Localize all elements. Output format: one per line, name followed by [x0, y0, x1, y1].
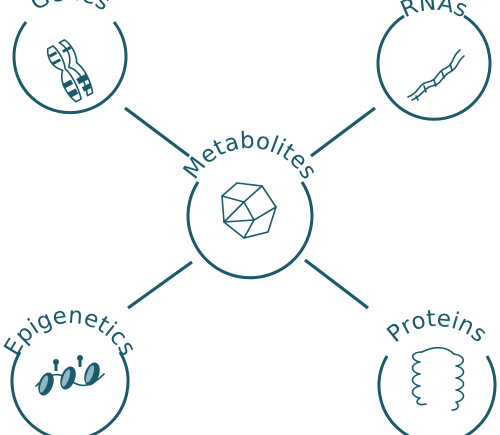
node-label-epigenetics: Epigenetics	[0, 303, 141, 361]
link-proteins-metabolites	[304, 258, 369, 310]
node-label-genes: Genes	[26, 0, 114, 16]
polyhedron-icon	[221, 182, 277, 239]
chromosome-icon	[46, 39, 94, 103]
link-genes-metabolites	[124, 106, 190, 158]
node-label-metabolites: Metabolites	[179, 128, 322, 184]
node-ring-rnas	[376, 14, 492, 121]
nucleosome-icon	[35, 355, 105, 396]
node-ring-genes	[12, 21, 128, 115]
node-label-rnas: RNAs	[397, 0, 472, 23]
node-rnas: RNAs	[376, 0, 492, 121]
node-genes: Genes	[12, 0, 128, 115]
rna-strand-icon	[407, 49, 465, 101]
node-label-proteins: Proteins	[383, 306, 492, 348]
node-proteins: Proteins	[377, 306, 497, 435]
protein-helix-icon	[411, 346, 465, 411]
link-rnas-metabolites	[310, 106, 376, 158]
node-ring-epigenetics	[10, 351, 130, 435]
node-metabolites: Metabolites	[179, 128, 322, 280]
node-epigenetics: Epigenetics	[0, 303, 141, 435]
link-epigenetics-metabolites	[127, 260, 193, 310]
node-ring-metabolites	[186, 181, 314, 280]
node-ring-proteins	[377, 355, 497, 435]
